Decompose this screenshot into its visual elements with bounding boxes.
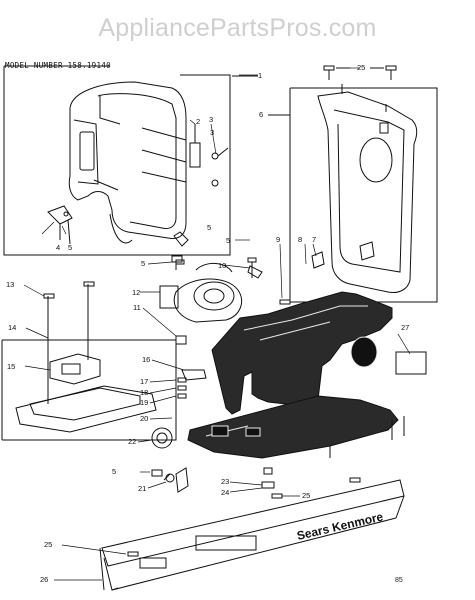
callout-5d: 5 (141, 259, 146, 268)
small-parts (127, 257, 427, 557)
callout-13: 13 (6, 280, 15, 289)
callout-16: 16 (142, 355, 151, 364)
callout-23: 23 (221, 477, 230, 486)
callout-18: 18 (140, 388, 149, 397)
watermark: AppliancePartsPros.com (98, 14, 377, 42)
machine-body-detail (243, 305, 378, 368)
callout-12: 12 (132, 288, 141, 297)
front-panel (99, 479, 405, 591)
callout-19: 19 (140, 398, 149, 407)
callout-11: 11 (133, 303, 141, 312)
callout-8: 8 (298, 235, 303, 244)
callout-15: 15 (7, 362, 16, 371)
base-legs (329, 416, 405, 458)
plate-group (1, 281, 177, 441)
callout-5e: 5 (112, 467, 117, 476)
tension-assembly (159, 255, 242, 323)
rear-cover-group (268, 84, 438, 303)
callout-25b: 25 (302, 491, 311, 500)
callout-1: 1 (258, 71, 263, 80)
callout-5a: 5 (68, 243, 73, 252)
callout-14: 14 (8, 323, 17, 332)
callout-7: 7 (312, 235, 317, 244)
screws-top (323, 65, 397, 80)
machine-base (187, 395, 399, 459)
callout-25c: 25 (44, 540, 53, 549)
machine-body (211, 291, 393, 415)
face-cover-group (3, 65, 258, 256)
brand-label: Sears Kenmore (296, 509, 385, 543)
callout-25a: 25 (357, 63, 366, 72)
callout-26: 26 (40, 575, 49, 584)
callout-20: 20 (140, 414, 149, 423)
callout-9: 9 (276, 235, 281, 244)
callout-3a: 3 (209, 115, 214, 124)
callout-3b: 3 (210, 128, 215, 137)
callout-21: 21 (138, 484, 147, 493)
callout-4: 4 (56, 243, 61, 252)
callout-24: 24 (221, 488, 230, 497)
page-code: 85 (395, 577, 403, 584)
callout-5b: 5 (207, 223, 212, 232)
callout-10: 10 (218, 261, 227, 270)
leader-lines (23, 67, 411, 581)
callout-6: 6 (259, 110, 264, 119)
callout-2: 2 (196, 117, 201, 126)
callout-5c: 5 (226, 236, 231, 245)
callout-27: 27 (401, 323, 410, 332)
callout-22: 22 (128, 437, 137, 446)
callout-17: 17 (140, 377, 149, 386)
